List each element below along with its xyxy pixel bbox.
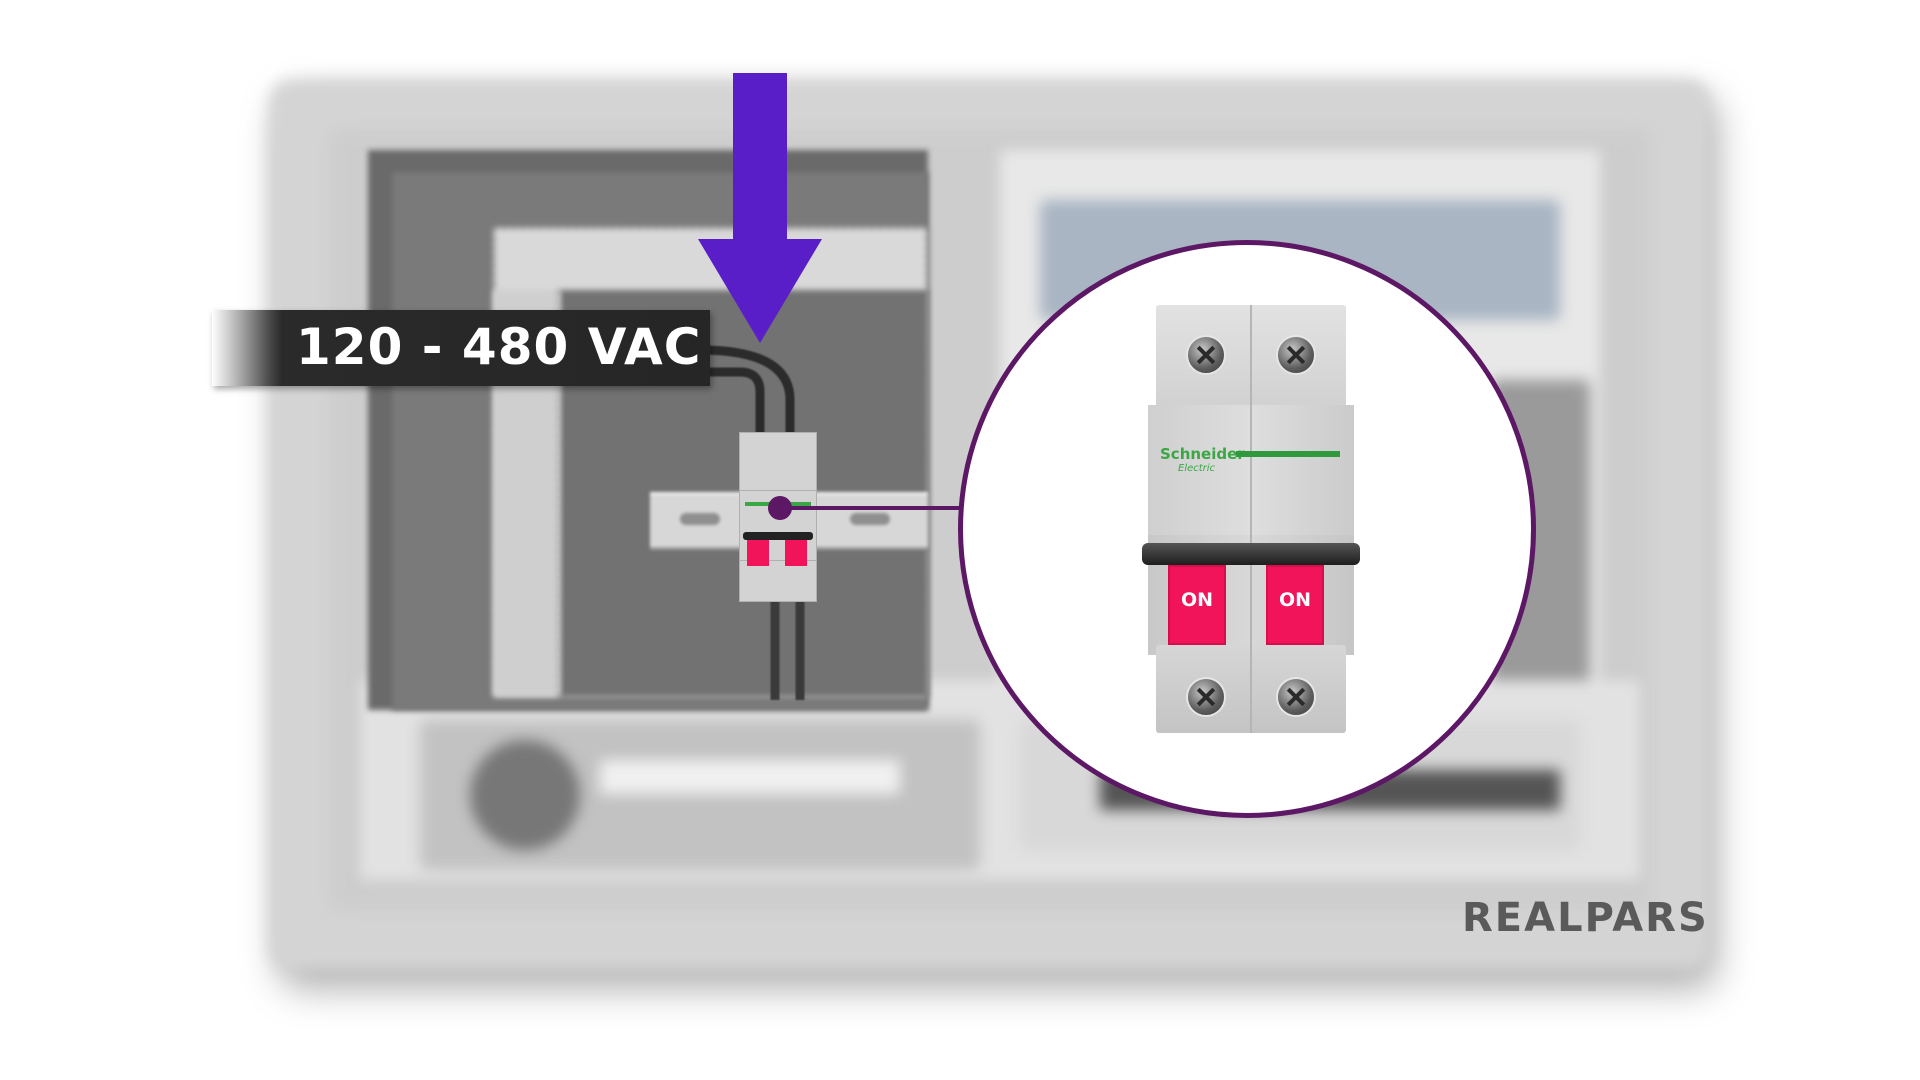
callout-anchor-dot [768,496,792,520]
brand-subtitle: Electric [1178,463,1216,474]
rail-slot [850,513,890,525]
screw-icon [1276,335,1316,375]
toggle-pole-2-label: ON [1278,589,1312,611]
realpars-logo: REALPARS [1462,895,1709,939]
bottom-knob [470,740,580,850]
mounted-circuit-breaker [739,432,817,602]
voltage-label-text: 120 - 480 VAC [296,318,702,376]
breaker-toggle-left [747,540,769,566]
circuit-breaker-closeup: Schneider Electric ON ON [1142,305,1360,735]
toggle-pole-2: ON [1266,565,1324,645]
screw-icon [1186,335,1226,375]
rail-slot [680,513,720,525]
bottom-label-strip [600,760,900,794]
screw-icon [1186,677,1226,717]
down-arrow-icon [698,73,822,343]
breaker-pole-divider [1250,305,1252,733]
breaker-handle-bar [743,532,813,540]
logo-text: REALPARS [1462,895,1709,939]
toggle-pole-1-label: ON [1180,589,1214,611]
toggle-pole-1: ON [1168,565,1226,645]
breaker-toggle-right [785,540,807,566]
screw-icon [1276,677,1316,717]
breaker-handle [1142,543,1360,565]
brand-name: Schneider [1160,445,1245,463]
brand-stripe [1236,451,1340,457]
breaker-top-terminals [739,432,817,492]
breaker-bottom-terminals [739,560,817,602]
voltage-label: 120 - 480 VAC [212,310,710,386]
